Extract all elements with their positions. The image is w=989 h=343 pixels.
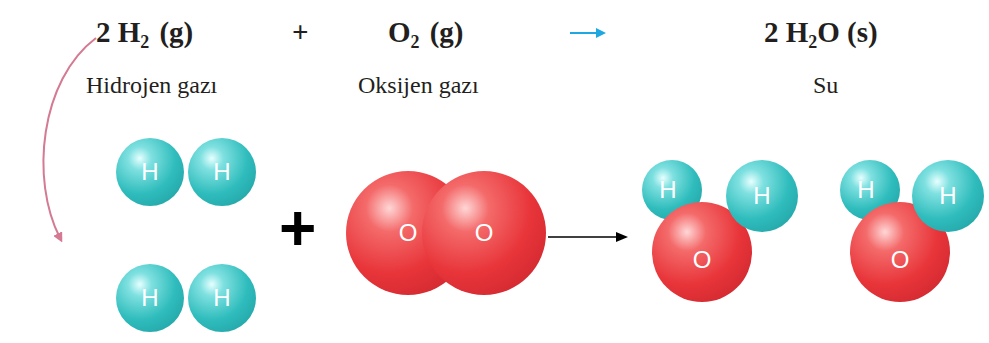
atom-symbol: H	[939, 184, 956, 208]
hydrogen-atom: H	[726, 160, 798, 232]
subscript: 2	[140, 32, 149, 52]
formula: 2 H	[764, 16, 808, 48]
state-symbol: (g)	[430, 16, 464, 48]
atom-symbol: O	[399, 221, 418, 245]
atom-symbol: H	[141, 286, 158, 310]
plus-sign: +	[292, 16, 309, 48]
subscript: 2	[411, 32, 420, 52]
substance-name: Oksijen gazı	[358, 73, 479, 97]
hydrogen-atom: H	[912, 160, 984, 232]
atom-symbol: O	[693, 248, 712, 272]
formula: O (s)	[817, 16, 877, 48]
reaction-arrow-blue	[570, 28, 606, 38]
plus-sign: +	[292, 18, 309, 47]
hydrogen-atom: H	[116, 138, 184, 206]
atom-symbol: H	[141, 160, 158, 184]
formula: 2 H	[96, 16, 140, 48]
hydrogen-atom: H	[188, 264, 256, 332]
subscript: 2	[808, 32, 817, 52]
chemical-formula: O2 (g)	[388, 18, 464, 51]
atom-symbol: O	[475, 221, 494, 245]
hydrogen-atom: H	[188, 138, 256, 206]
chemical-formula: 2 H2 (g)	[96, 18, 193, 51]
substance-name: Su	[813, 73, 838, 97]
state-symbol: (g)	[159, 16, 193, 48]
plus-sign: +	[279, 196, 316, 260]
hydrogen-atom: H	[116, 264, 184, 332]
atom-symbol: O	[891, 248, 910, 272]
oxygen-atom: O	[422, 171, 546, 295]
atom-symbol: H	[857, 178, 874, 202]
atom-symbol: H	[659, 178, 676, 202]
chemical-formula: 2 H2O (s)	[764, 18, 878, 51]
atom-symbol: H	[753, 184, 770, 208]
substance-name: Hidrojen gazı	[86, 73, 217, 97]
reaction-arrow	[548, 232, 628, 242]
atom-symbol: H	[213, 160, 230, 184]
atom-symbol: H	[213, 286, 230, 310]
formula: O	[388, 16, 411, 48]
duplicate-arrow	[43, 38, 96, 238]
